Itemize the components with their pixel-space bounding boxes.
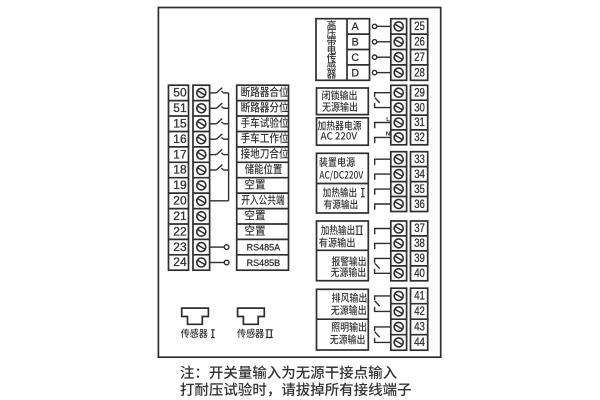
svg-text:38: 38: [414, 238, 425, 250]
svg-text:20: 20: [173, 196, 186, 208]
svg-text:B: B: [352, 37, 359, 49]
svg-text:44: 44: [414, 337, 425, 349]
svg-text:D: D: [351, 67, 359, 79]
svg-text:40: 40: [414, 268, 425, 280]
svg-text:17: 17: [173, 149, 186, 161]
svg-text:24: 24: [173, 257, 187, 269]
svg-text:18: 18: [173, 165, 186, 177]
svg-text:41: 41: [414, 291, 425, 303]
svg-text:RS485A: RS485A: [247, 242, 281, 253]
svg-text:30: 30: [414, 102, 425, 114]
svg-text:28: 28: [414, 67, 425, 79]
svg-text:N: N: [386, 132, 390, 138]
svg-text:19: 19: [173, 180, 186, 192]
svg-text:34: 34: [414, 169, 425, 181]
svg-text:33: 33: [414, 154, 425, 166]
svg-text:29: 29: [414, 88, 425, 100]
svg-text:32: 32: [414, 132, 425, 144]
svg-text:26: 26: [414, 37, 425, 49]
svg-text:39: 39: [414, 253, 425, 265]
svg-text:L: L: [386, 117, 390, 123]
svg-text:23: 23: [173, 242, 186, 254]
svg-text:C: C: [351, 52, 359, 64]
svg-text:21: 21: [173, 211, 186, 223]
svg-text:RS485B: RS485B: [247, 258, 281, 269]
svg-text:51: 51: [173, 103, 186, 115]
svg-text:22: 22: [173, 226, 186, 238]
svg-text:31: 31: [414, 117, 425, 129]
svg-text:35: 35: [414, 184, 425, 196]
svg-text:43: 43: [414, 322, 425, 334]
svg-text:37: 37: [414, 223, 425, 235]
svg-text:16: 16: [173, 134, 186, 146]
svg-text:A: A: [352, 21, 360, 33]
svg-text:27: 27: [414, 52, 425, 64]
svg-text:15: 15: [173, 119, 186, 131]
svg-text:50: 50: [173, 88, 186, 100]
svg-text:36: 36: [414, 199, 425, 211]
svg-text:25: 25: [414, 21, 425, 33]
svg-text:42: 42: [414, 306, 425, 318]
